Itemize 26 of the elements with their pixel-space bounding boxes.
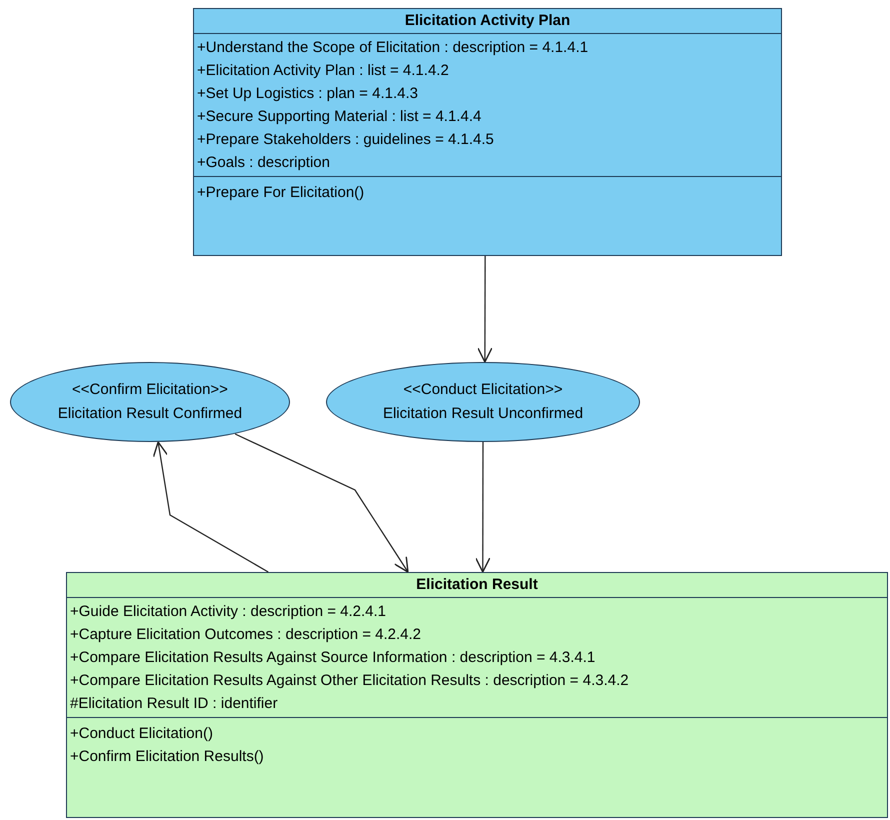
- arrow: [475, 442, 490, 573]
- class-box: [193, 8, 782, 256]
- attribute-text: +Secure Supporting Material : list = 4.1.4.4: [196, 107, 482, 127]
- attribute-text: +Guide Elicitation Activity : description = 4.2.4.1: [69, 602, 388, 622]
- class-box: [66, 572, 888, 818]
- arrow: [477, 256, 493, 363]
- attribute-text: +Set Up Logistics : plan = 4.1.4.3: [196, 84, 419, 104]
- class-name: Elicitation Result: [67, 573, 887, 598]
- attribute-text: #Elicitation Result ID : identifier: [69, 694, 279, 714]
- operation-text: +Prepare For Elicitation(): [196, 183, 366, 203]
- attribute-text: +Compare Elicitation Results Against Source Information : description = 4.3.4.1: [69, 648, 596, 668]
- attribute-text: +Capture Elicitation Outcomes : description = 4.2.4.2: [69, 625, 422, 645]
- arrow: [152, 441, 269, 573]
- operation-text: +Confirm Elicitation Results(): [69, 747, 265, 767]
- state-name: Elicitation Result Unconfirmed: [382, 404, 584, 424]
- class-name: Elicitation Activity Plan: [194, 9, 781, 34]
- attribute-text: +Understand the Scope of Elicitation : description = 4.1.4.1: [196, 38, 590, 58]
- attribute-text: +Elicitation Activity Plan : list = 4.1.4.2: [196, 61, 450, 81]
- attribute-text: +Goals : description: [196, 153, 331, 173]
- attribute-text: +Compare Elicitation Results Against Other Elicitation Results : description = 4.3.4.2: [69, 671, 630, 691]
- stereotype-text: <<Conduct Elicitation>>: [403, 380, 563, 400]
- stereotype-text: <<Confirm Elicitation>>: [72, 380, 228, 400]
- attribute-text: +Prepare Stakeholders : guidelines = 4.1.4.5: [196, 130, 495, 150]
- arrow: [234, 433, 409, 573]
- state-name: Elicitation Result Confirmed: [58, 404, 242, 424]
- operation-text: +Conduct Elicitation(): [69, 724, 214, 744]
